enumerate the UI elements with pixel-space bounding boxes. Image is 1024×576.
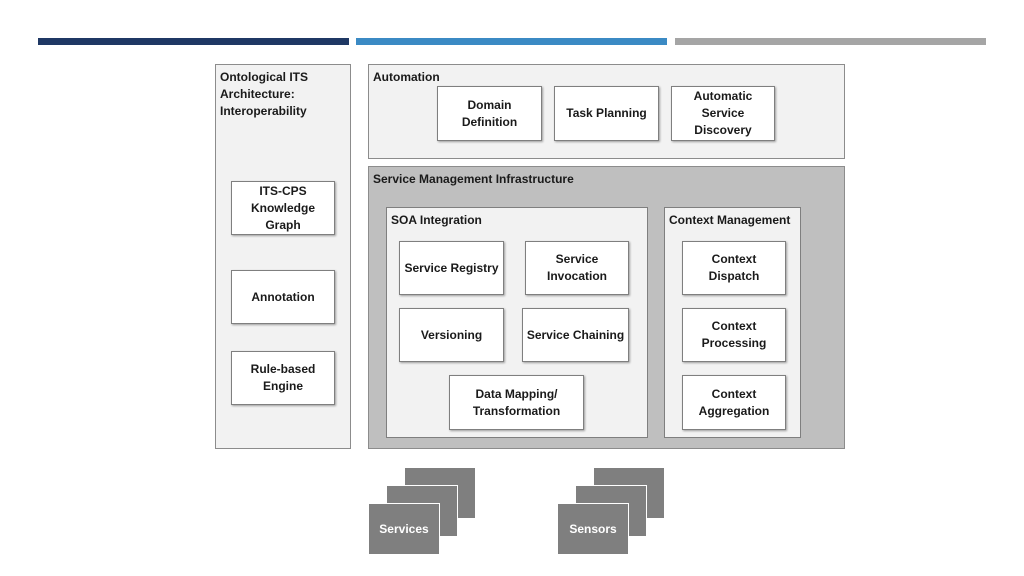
automatic-service-discovery-box: Automatic Service Discovery [671, 86, 775, 141]
task-planning-box: Task Planning [554, 86, 659, 141]
sensors-card-front [557, 503, 629, 555]
smi-title: Service Management Infrastructure [373, 172, 574, 186]
versioning-box: Versioning [399, 308, 504, 362]
knowledge-graph-box: ITS-CPS Knowledge Graph [231, 181, 335, 235]
sensors-label: Sensors [569, 522, 617, 536]
service-registry-box: Service Registry [399, 241, 504, 295]
service-chaining-box: Service Chaining [522, 308, 629, 362]
service-invocation-box: Service Invocation [525, 241, 629, 295]
automation-title: Automation [373, 70, 440, 84]
ontology-title: Ontological ITS Architecture: Interopera… [220, 70, 309, 118]
header-bar-dark [38, 38, 349, 45]
services-card-front [368, 503, 440, 555]
context-management-title: Context Management [669, 213, 791, 227]
rule-based-engine-box: Rule-based Engine [231, 351, 335, 405]
header-bar-blue [356, 38, 667, 45]
annotation-box: Annotation [231, 270, 335, 324]
data-mapping-box: Data Mapping/ Transformation [449, 375, 584, 430]
services-label: Services [379, 522, 429, 536]
soa-integration-title: SOA Integration [391, 213, 482, 227]
context-aggregation-box: Context Aggregation [682, 375, 786, 430]
domain-definition-box: Domain Definition [437, 86, 542, 141]
header-bar-gray [675, 38, 986, 45]
context-processing-box: Context Processing [682, 308, 786, 362]
context-dispatch-box: Context Dispatch [682, 241, 786, 295]
